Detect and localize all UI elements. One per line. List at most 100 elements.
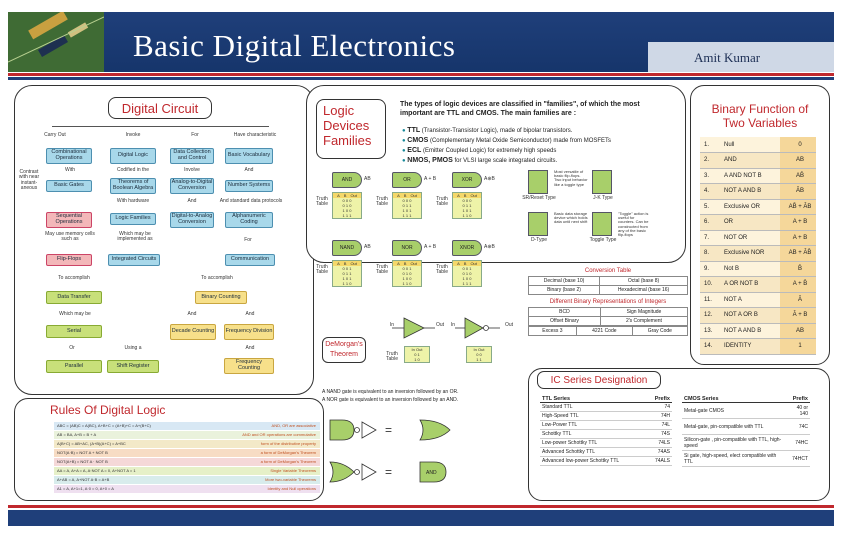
gate-label: AND <box>341 177 353 183</box>
gate-label: NAND <box>339 245 355 251</box>
bf-name: NOT A <box>720 292 780 308</box>
rep-cell: Excess 3 <box>528 326 577 336</box>
truth-table-label: Truth Table <box>316 196 328 208</box>
bf-name: NOT A AND B <box>720 323 780 339</box>
tt-head: B <box>463 193 467 198</box>
tt-row: 1 0 0 <box>462 276 472 281</box>
ttl-name: Advanced low-power Schottky TTL <box>540 456 647 466</box>
tt-head: B <box>343 261 347 266</box>
bf-index: 14. <box>700 338 720 355</box>
bf-name: IDENTITY <box>720 338 780 355</box>
tt-row: 1 0 0 <box>342 208 352 213</box>
box-data-transfer: Data Transfer <box>46 291 102 304</box>
label-and: And <box>244 167 254 173</box>
truth-table-label: Truth Table <box>316 264 328 276</box>
tt-row: 0 0 0 <box>342 198 352 203</box>
cmos-prefix: 74C <box>785 418 810 435</box>
truth-table-label: Truth Table <box>436 196 448 208</box>
bf-name: NOT A AND B <box>720 183 780 200</box>
label-and-5: And <box>245 345 255 351</box>
tt-head: Out <box>470 193 477 198</box>
rule-expression: ABC = (AB)C = A(BC), A+B+C = (A+B)+C = A… <box>57 423 151 428</box>
demorgan-truth-label: Truth Table <box>386 351 398 363</box>
bf-index: 1. <box>700 137 720 153</box>
ttl-name: Schottky TTL <box>540 429 647 439</box>
bullet-icon: ● <box>402 148 408 154</box>
tt-row: 0 0 1 <box>402 266 412 271</box>
ttl-name: High-Speed TTL <box>540 411 647 421</box>
flipflop-block <box>528 170 548 194</box>
red-stripe-top <box>8 73 834 76</box>
bf-expression: 1 <box>780 338 816 355</box>
box-theorems: Theorems of Boolean Algebra <box>110 178 156 194</box>
bullet-icon: ● <box>402 138 408 144</box>
box-serial: Serial <box>46 325 102 338</box>
author-plate <box>648 42 834 72</box>
bf-expression: Ā <box>780 292 816 308</box>
box-data-collection: Data Collection and Control <box>170 148 214 164</box>
gate-output: A⊕B <box>484 244 495 250</box>
cmos-name: Si gate, high-speed, elect compatible wi… <box>682 450 786 467</box>
demorgan-title: DeMorgan's Theorem <box>322 337 366 363</box>
families-list: ● TTL (Transistor-Transistor Logic), mad… <box>402 126 682 166</box>
bullet-icon: ● <box>402 158 408 164</box>
gate-label: OR <box>403 177 411 183</box>
box-shift-register: Shift Register <box>107 360 159 373</box>
label-implemented: Which may be implemented as <box>117 231 153 243</box>
binary-function-title-line-2: Two Variables <box>722 116 798 130</box>
bf-index: 11. <box>700 292 720 308</box>
rep-cell: 4221 Code <box>575 326 633 336</box>
tt-row: 0 0 1 <box>462 266 472 271</box>
tt-row: 1 0 0 <box>402 276 412 281</box>
bf-expression: ĀB <box>780 183 816 200</box>
label-codified: Codified in the <box>117 167 149 173</box>
ttl-prefix: 74 <box>646 402 672 412</box>
nor-gate-symbol <box>329 461 355 483</box>
families-title-line-2: Devices <box>323 118 370 133</box>
bf-index: 6. <box>700 214 720 231</box>
label-carry-out: Carry Out <box>44 132 66 138</box>
ttl-name: Low-power Schottky TTL <box>540 438 647 448</box>
digital-circuit-title: Digital Circuit <box>121 100 199 116</box>
box-integrated-circuits: Integrated Circuits <box>108 254 160 266</box>
rep-title: Different Binary Representations of Inte… <box>549 299 667 305</box>
family-name: TTL <box>407 127 421 134</box>
inverter-gate-symbol <box>403 317 425 339</box>
flipflop-note: "Toggle" action is useful for counters. … <box>618 211 649 237</box>
box-communication: Communication <box>225 254 275 266</box>
flipflop-note: Most versatile of basic flip-flops. Two … <box>554 169 588 187</box>
box-binary-counting: Binary Counting <box>195 291 247 304</box>
label-and-2: And <box>187 198 197 204</box>
gate-or: OR <box>392 172 422 188</box>
rule-description: Single Variable Theorems <box>270 468 316 473</box>
buffer-in-label: In <box>450 322 456 328</box>
tt-row: 0 1 0 <box>342 203 352 208</box>
inverter-out-label: Out <box>435 322 445 328</box>
gate-xnor: XNOR <box>452 240 482 256</box>
buffer-out-label: Out <box>504 322 514 328</box>
ttl-name: Advanced Schottky TTL <box>540 447 647 457</box>
digital-circuit-panel <box>14 85 314 395</box>
conversion-table-area: Conversion Table Decimal (base 10)Octal … <box>527 268 689 336</box>
label-using-a: Using a <box>124 345 142 351</box>
conversion-cell: Binary (base 2) <box>527 285 601 295</box>
conversion-title: Conversion Table <box>584 268 632 274</box>
rule-description: AND, OR are associative <box>271 423 316 428</box>
bf-index: 9. <box>700 261 720 277</box>
